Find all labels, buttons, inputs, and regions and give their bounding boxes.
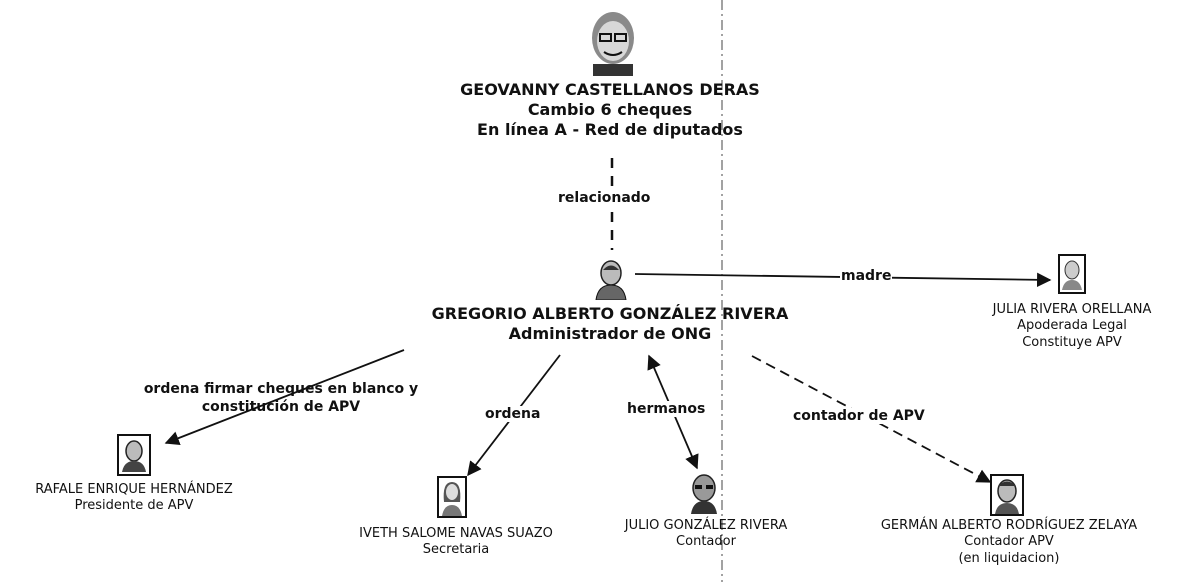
rafale-name: RAFALE ENRIQUE HERNÁNDEZ [35,482,233,497]
julia-node: JULIA RIVERA ORELLANA Apoderada Legal Co… [966,302,1178,351]
julia-name: JULIA RIVERA ORELLANA [992,302,1152,317]
german-line2: Contador APV [964,534,1054,550]
ordena-firmar-connector [164,349,405,445]
iveth-photo [437,476,467,518]
rafale-role: Presidente de APV [74,498,194,514]
gregorio-node: GREGORIO ALBERTO GONZÁLEZ RIVERA Adminis… [380,304,840,344]
madre-label: madre [840,268,893,284]
geovanny-line2: Cambio 6 cheques [527,100,693,119]
gregorio-role: Administrador de ONG [508,324,712,343]
rafale-node: RAFALE ENRIQUE HERNÁNDEZ Presidente de A… [2,482,266,515]
julia-photo [1058,254,1086,294]
ordena-firmar-label: ordena firmar cheques en blanco y consti… [108,380,454,416]
geovanny-name: GEOVANNY CASTELLANOS DERAS [460,80,760,99]
german-line3: (en liquidacion) [958,550,1060,566]
contador-apv-label: contador de APV [792,408,926,424]
julia-line3: Constituye APV [1022,334,1122,350]
german-name: GERMÁN ALBERTO RODRÍGUEZ ZELAYA [880,518,1138,533]
gregorio-name: GREGORIO ALBERTO GONZÁLEZ RIVERA [431,304,789,323]
julio-node: JULIO GONZÁLEZ RIVERA Contador [600,518,812,551]
iveth-node: IVETH SALOME NAVAS SUAZO Secretaria [336,526,576,559]
julia-line2: Apoderada Legal [1017,318,1127,334]
julio-name: JULIO GONZÁLEZ RIVERA [624,518,788,533]
german-node: GERMÁN ALBERTO RODRÍGUEZ ZELAYA Contador… [848,518,1170,567]
relacionado-label: relacionado [557,190,652,206]
ordena-firmar-label-line1: ordena firmar cheques en blanco y [143,381,419,397]
geovanny-node: GEOVANNY CASTELLANOS DERAS Cambio 6 cheq… [420,80,800,140]
iveth-name: IVETH SALOME NAVAS SUAZO [359,526,553,541]
julio-photo [691,474,717,514]
geovanny-photo [592,12,634,76]
german-photo [990,474,1024,516]
geovanny-line3: En línea A - Red de diputados [477,120,743,139]
ordena-label: ordena [484,406,542,422]
ordena-firmar-label-line2: constitución de APV [201,399,361,416]
gregorio-photo [595,260,627,300]
rafale-photo [117,434,151,476]
julio-role: Contador [676,534,736,550]
iveth-role: Secretaria [422,542,490,558]
hermanos-label: hermanos [626,401,707,417]
